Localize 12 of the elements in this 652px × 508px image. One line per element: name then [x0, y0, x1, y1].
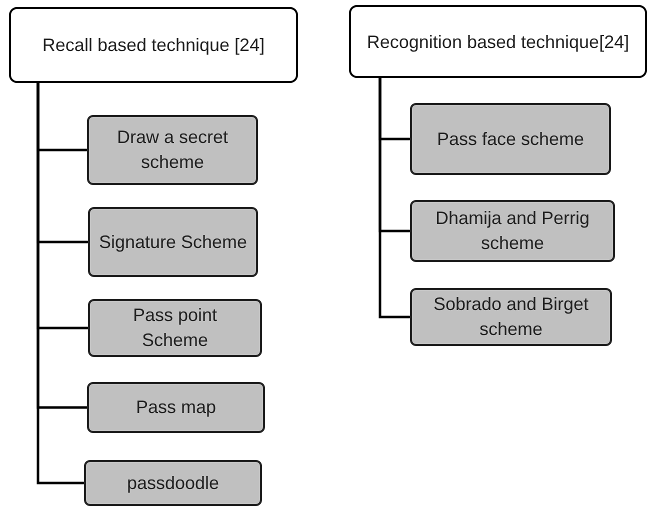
- scheme-box: Sobrado and Birget scheme: [410, 288, 612, 346]
- scheme-box: Pass map: [87, 382, 265, 433]
- category-box: Recognition based technique[24]: [349, 5, 647, 78]
- scheme-box: Draw a secret scheme: [87, 115, 258, 185]
- scheme-box: Signature Scheme: [88, 207, 258, 277]
- connector-line: [36, 83, 84, 484]
- connector-line: [378, 78, 410, 318]
- category-box: Recall based technique [24]: [9, 7, 298, 83]
- scheme-box: Pass point Scheme: [88, 299, 262, 357]
- scheme-box: Pass face scheme: [410, 103, 611, 175]
- scheme-box: passdoodle: [84, 460, 262, 506]
- scheme-box: Dhamija and Perrig scheme: [410, 200, 615, 262]
